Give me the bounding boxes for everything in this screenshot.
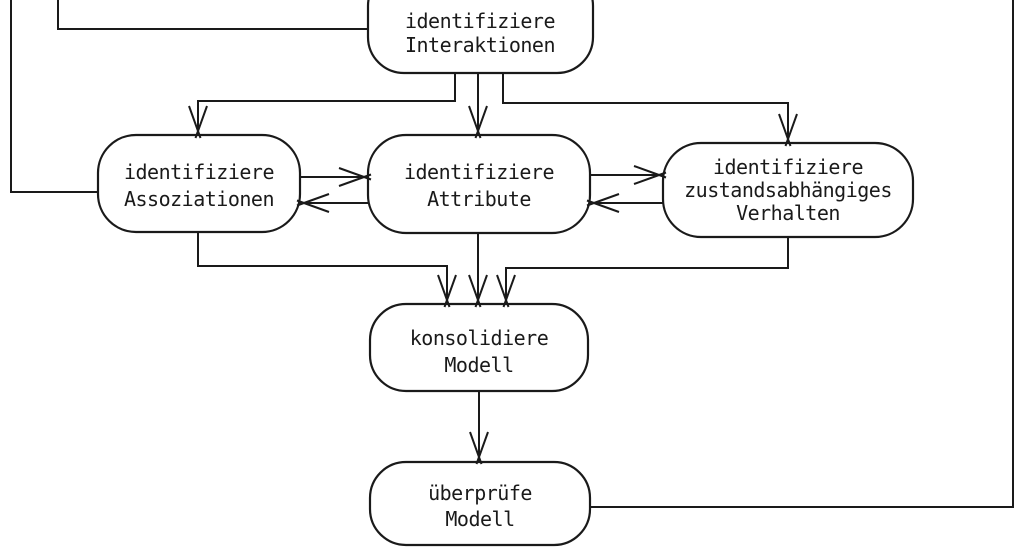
node-assoziationen-label-line2: Assoziationen <box>124 187 274 211</box>
node-verhalten-shape <box>661 141 915 239</box>
node-konsolidiere-label-line1: konsolidiere <box>410 326 549 350</box>
arrowhead-left-into-assoziationen <box>296 193 330 213</box>
arrowhead-down-into-konsolidiere-center <box>468 274 488 308</box>
arrowhead-right-into-verhalten <box>633 165 667 185</box>
node-verhalten-label-line3: Verhalten <box>736 201 840 225</box>
arrowhead-down-into-verhalten <box>778 113 798 147</box>
node-assoziationen-label-line1: identifiziere <box>124 160 274 184</box>
edge-interaktionen-to-verhalten <box>502 73 789 143</box>
feedback-edge-top-to-assoziationen <box>10 0 98 193</box>
node-verhalten: identifiziere zustandsabhängiges Verhalt… <box>661 141 915 239</box>
node-attribute-label-line2: Attribute <box>427 187 531 211</box>
arrowhead-down-into-assoziationen <box>188 105 208 139</box>
node-konsolidiere-label-line2: Modell <box>444 353 513 377</box>
edge-assoziationen-to-konsolidiere <box>197 232 448 304</box>
arrowhead-right-into-attribute <box>338 167 372 187</box>
arrowheads <box>188 105 798 465</box>
node-verhalten-label-line2: zustandsabhängiges <box>684 178 892 202</box>
node-ueberpruefe: überprüfe Modell <box>368 460 592 547</box>
edges <box>10 0 1014 508</box>
arrowhead-down-into-ueberpruefe <box>469 431 489 465</box>
arrowhead-down-into-konsolidiere-right <box>496 274 516 308</box>
feedback-edge-ueberpruefe-to-top <box>590 0 1014 508</box>
node-ueberpruefe-label-line1: überprüfe <box>428 481 532 505</box>
node-attribute-shape <box>366 133 592 235</box>
feedback-edge-top-to-interaktionen <box>57 0 368 30</box>
node-konsolidiere: konsolidiere Modell <box>368 302 590 393</box>
edge-interaktionen-to-assoziationen <box>197 73 456 135</box>
node-ueberpruefe-label-line2: Modell <box>445 507 514 531</box>
node-interaktionen-label-line2: Interaktionen <box>405 33 555 57</box>
node-assoziationen: identifiziere Assoziationen <box>96 133 302 234</box>
arrowhead-down-into-attribute <box>468 105 488 139</box>
node-interaktionen-shape <box>366 0 595 75</box>
node-attribute: identifiziere Attribute <box>366 133 592 235</box>
node-attribute-label-line1: identifiziere <box>404 160 554 184</box>
edge-verhalten-to-konsolidiere <box>505 237 789 304</box>
node-interaktionen-label-line1: identifiziere <box>405 9 555 33</box>
arrowhead-left-into-attribute <box>586 193 620 213</box>
node-interaktionen: identifiziere Interaktionen <box>366 0 595 75</box>
node-verhalten-label-line1: identifiziere <box>713 155 863 179</box>
arrowhead-down-into-konsolidiere-left <box>437 274 457 308</box>
